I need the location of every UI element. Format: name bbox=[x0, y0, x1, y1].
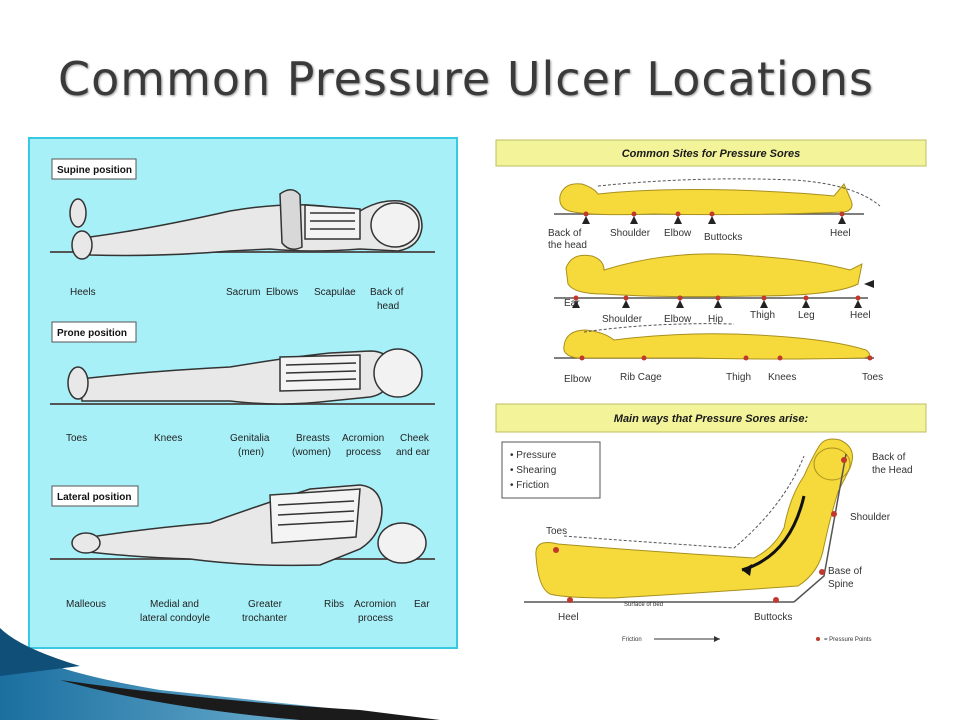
svg-text:Toes: Toes bbox=[546, 526, 567, 537]
svg-text:Back of: Back of bbox=[370, 287, 404, 298]
svg-text:Back of: Back of bbox=[548, 228, 582, 239]
svg-text:process: process bbox=[358, 613, 393, 624]
svg-text:Thigh: Thigh bbox=[750, 310, 775, 321]
svg-text:Medial and: Medial and bbox=[150, 599, 199, 610]
svg-text:(women): (women) bbox=[292, 447, 331, 458]
svg-text:Lateral position: Lateral position bbox=[57, 492, 131, 503]
svg-text:Spine: Spine bbox=[828, 579, 854, 590]
supine-position-label: Supine position bbox=[51, 158, 137, 180]
svg-text:Elbows: Elbows bbox=[266, 287, 298, 298]
left-figure-panel: Supine position Heels Sacrum Elbows Scap… bbox=[28, 137, 458, 649]
pressure-sores-illustration: Common Sites for Pressure Sores Back of … bbox=[495, 139, 927, 643]
right-figure-panel: Common Sites for Pressure Sores Back of … bbox=[494, 136, 934, 648]
prone-position-label: Prone position bbox=[51, 321, 137, 343]
row2-pressure-points bbox=[573, 295, 861, 301]
svg-text:Scapulae: Scapulae bbox=[314, 287, 356, 298]
svg-text:Buttocks: Buttocks bbox=[704, 232, 742, 243]
svg-text:Common Sites for Pressure Sore: Common Sites for Pressure Sores bbox=[622, 148, 801, 160]
svg-text:head: head bbox=[377, 301, 399, 312]
svg-text:Back of: Back of bbox=[872, 452, 906, 463]
sitting-pressure-points bbox=[553, 457, 847, 603]
svg-text:Genitalia: Genitalia bbox=[230, 433, 270, 444]
svg-text:Breasts: Breasts bbox=[296, 433, 330, 444]
lateral-skeleton-figure bbox=[50, 484, 435, 567]
row3-pressure-points bbox=[579, 355, 873, 361]
svg-text:Base of: Base of bbox=[828, 566, 862, 577]
svg-text:Ear: Ear bbox=[564, 298, 580, 309]
svg-text:Knees: Knees bbox=[154, 433, 182, 444]
svg-text:Shoulder: Shoulder bbox=[850, 512, 891, 523]
row2-body-figure: Ear Shoulder Elbow Hip Thigh Leg Heel bbox=[554, 253, 874, 325]
svg-text:Heel: Heel bbox=[830, 228, 851, 239]
svg-text:process: process bbox=[346, 447, 381, 458]
supine-site-labels: Heels Sacrum Elbows Scapulae Back of hea… bbox=[70, 287, 404, 312]
svg-text:Greater: Greater bbox=[248, 599, 283, 610]
row1-pressure-points bbox=[583, 211, 845, 217]
svg-text:Shoulder: Shoulder bbox=[610, 228, 651, 239]
svg-text:Sacrum: Sacrum bbox=[226, 287, 260, 298]
body-positions-illustration: Supine position Heels Sacrum Elbows Scap… bbox=[50, 158, 435, 624]
svg-text:Malleous: Malleous bbox=[66, 599, 106, 610]
main-ways-banner: Main ways that Pressure Sores arise: bbox=[495, 403, 927, 433]
svg-text:lateral condoyle: lateral condoyle bbox=[140, 613, 210, 624]
svg-text:Hip: Hip bbox=[708, 314, 723, 325]
svg-text:Cheek: Cheek bbox=[400, 433, 430, 444]
supine-skeleton-figure bbox=[50, 189, 435, 260]
svg-text:Heels: Heels bbox=[70, 287, 96, 298]
svg-text:Heel: Heel bbox=[558, 612, 579, 623]
svg-text:Ribs: Ribs bbox=[324, 599, 344, 610]
svg-text:Main ways that Pressure Sores: Main ways that Pressure Sores arise: bbox=[614, 413, 809, 425]
svg-text:Elbow: Elbow bbox=[664, 314, 692, 325]
row1-body-figure: Back of the head Shoulder Elbow Buttocks… bbox=[548, 178, 881, 251]
svg-text:Acromion: Acromion bbox=[342, 433, 384, 444]
svg-text:Rib Cage: Rib Cage bbox=[620, 372, 662, 383]
svg-text:Shoulder: Shoulder bbox=[602, 314, 643, 325]
svg-text:Heel: Heel bbox=[850, 310, 871, 321]
svg-text:= Pressure Points: = Pressure Points bbox=[824, 637, 872, 643]
svg-text:trochanter: trochanter bbox=[242, 613, 288, 624]
slide-title: Common Pressure Ulcer Locations bbox=[58, 52, 874, 106]
svg-text:Toes: Toes bbox=[66, 433, 87, 444]
svg-text:the head: the head bbox=[548, 240, 587, 251]
svg-text:Prone position: Prone position bbox=[57, 328, 127, 339]
ways-legend-box: • Pressure • Shearing • Friction bbox=[501, 441, 601, 499]
lateral-position-label: Lateral position bbox=[51, 485, 139, 507]
svg-text:and ear: and ear bbox=[396, 447, 431, 458]
svg-text:Supine position: Supine position bbox=[57, 165, 132, 176]
lateral-site-labels: Malleous Medial and lateral condoyle Gre… bbox=[66, 599, 430, 624]
sitting-body-figure: Back of the Head Shoulder Base of Spine … bbox=[524, 438, 913, 643]
svg-text:Leg: Leg bbox=[798, 310, 815, 321]
prone-site-labels: Toes Knees Genitalia (men) Breasts (wome… bbox=[66, 433, 431, 458]
prone-skeleton-figure bbox=[50, 348, 435, 405]
svg-text:Acromion: Acromion bbox=[354, 599, 396, 610]
svg-text:Toes: Toes bbox=[862, 372, 883, 383]
svg-text:• Friction: • Friction bbox=[510, 480, 549, 491]
svg-text:• Pressure: • Pressure bbox=[510, 450, 557, 461]
svg-text:Thigh: Thigh bbox=[726, 372, 751, 383]
svg-text:Friction: Friction bbox=[622, 637, 642, 643]
svg-text:Knees: Knees bbox=[768, 372, 796, 383]
svg-text:(men): (men) bbox=[238, 447, 264, 458]
row3-body-figure: Elbow Rib Cage Thigh Knees Toes bbox=[554, 323, 883, 385]
svg-text:Buttocks: Buttocks bbox=[754, 612, 792, 623]
svg-text:Elbow: Elbow bbox=[664, 228, 692, 239]
svg-text:• Shearing: • Shearing bbox=[510, 465, 556, 476]
svg-text:Ear: Ear bbox=[414, 599, 430, 610]
svg-text:Surface of bed: Surface of bed bbox=[624, 602, 663, 608]
common-sites-banner: Common Sites for Pressure Sores bbox=[495, 139, 927, 167]
svg-text:the Head: the Head bbox=[872, 465, 913, 476]
svg-text:Elbow: Elbow bbox=[564, 374, 592, 385]
